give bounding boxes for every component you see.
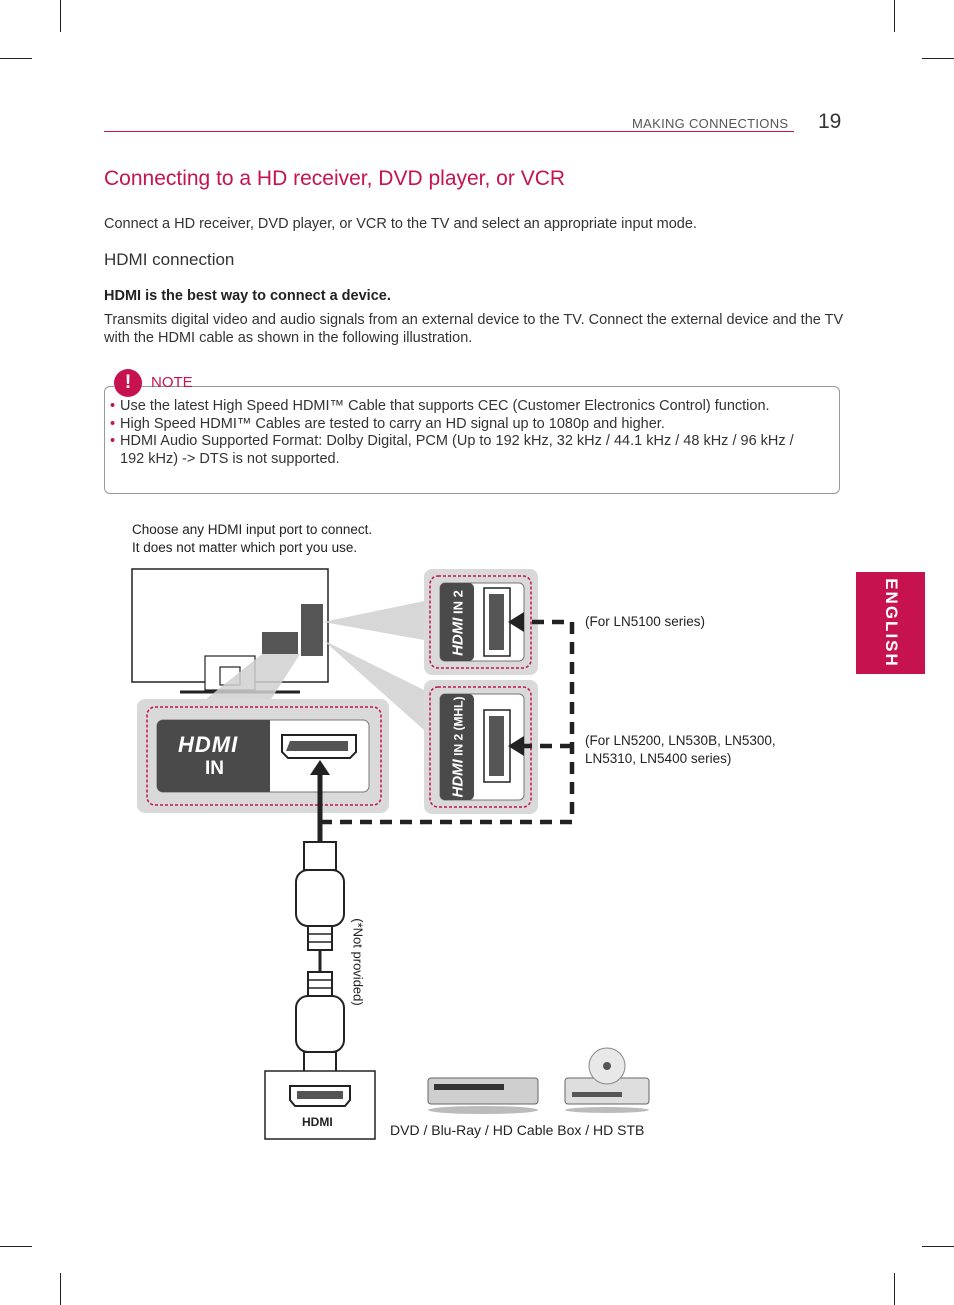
- hdmi-cable: [295, 760, 345, 1081]
- not-provided-label: (*Not provided): [350, 918, 366, 1006]
- device-port-label: HDMI: [302, 1115, 333, 1129]
- series-caption-ln5100: (For LN5100 series): [585, 614, 706, 629]
- subheading: HDMI connection: [104, 250, 235, 269]
- page-number: 19: [818, 110, 842, 133]
- note-item: Use the latest High Speed HDMI™ Cable th…: [110, 398, 810, 416]
- section-label: MAKING CONNECTIONS: [632, 116, 789, 131]
- instruction-line-2: It does not matter which port you use.: [132, 540, 358, 555]
- crop-mark: [894, 0, 895, 32]
- port-in2-mhl-label: IN 2 (MHL): [451, 696, 466, 756]
- instruction-line-1: Choose any HDMI input port to connect.: [132, 522, 373, 537]
- note-item: HDMI Audio Supported Format: Dolby Digit…: [110, 433, 810, 468]
- series-caption-line-2: LN5310, LN5400 series): [585, 751, 732, 766]
- body-paragraph: Transmits digital video and audio signal…: [104, 312, 844, 346]
- note-header: ! NOTE: [114, 369, 193, 397]
- crop-mark: [60, 1273, 61, 1305]
- hdmi-logo: HDMI: [178, 732, 239, 757]
- hdmi-logo: HDMI: [449, 617, 467, 656]
- crop-mark: [0, 1246, 32, 1247]
- series-caption-line-1: (For LN5200, LN530B, LN5300,: [585, 733, 776, 748]
- devices-caption: DVD / Blu-Ray / HD Cable Box / HD STB: [390, 1122, 645, 1138]
- tv-icon: [131, 568, 329, 694]
- note-label: NOTE: [151, 374, 193, 391]
- hdmi-in2-mhl-panel: [424, 680, 538, 814]
- note-list: Use the latest High Speed HDMI™ Cable th…: [110, 398, 810, 468]
- note-item: High Speed HDMI™ Cables are tested to ca…: [110, 416, 810, 434]
- crop-mark: [0, 58, 32, 59]
- bluray-player-icon: [564, 1047, 650, 1113]
- crop-mark: [922, 58, 954, 59]
- crop-mark: [894, 1273, 895, 1305]
- hdmi-in-panel: [137, 699, 389, 813]
- language-tab: ENGLISH: [856, 572, 925, 674]
- crop-mark: [922, 1246, 954, 1247]
- page-title: Connecting to a HD receiver, DVD player,…: [104, 167, 566, 190]
- bold-statement: HDMI is the best way to connect a device…: [104, 288, 391, 304]
- exclamation-icon: !: [114, 369, 142, 397]
- note-box: [104, 386, 840, 494]
- hdmi-logo: HDMI: [449, 759, 467, 798]
- source-device: [264, 1070, 376, 1140]
- port-in-label: IN: [205, 758, 224, 779]
- port-in2-label: IN 2: [450, 590, 466, 614]
- crop-mark: [60, 0, 61, 32]
- header-rule: [104, 131, 794, 132]
- intro-paragraph: Connect a HD receiver, DVD player, or VC…: [104, 216, 697, 232]
- hdmi-in2-panel: [424, 569, 538, 675]
- dvd-player-icon: [427, 1077, 539, 1114]
